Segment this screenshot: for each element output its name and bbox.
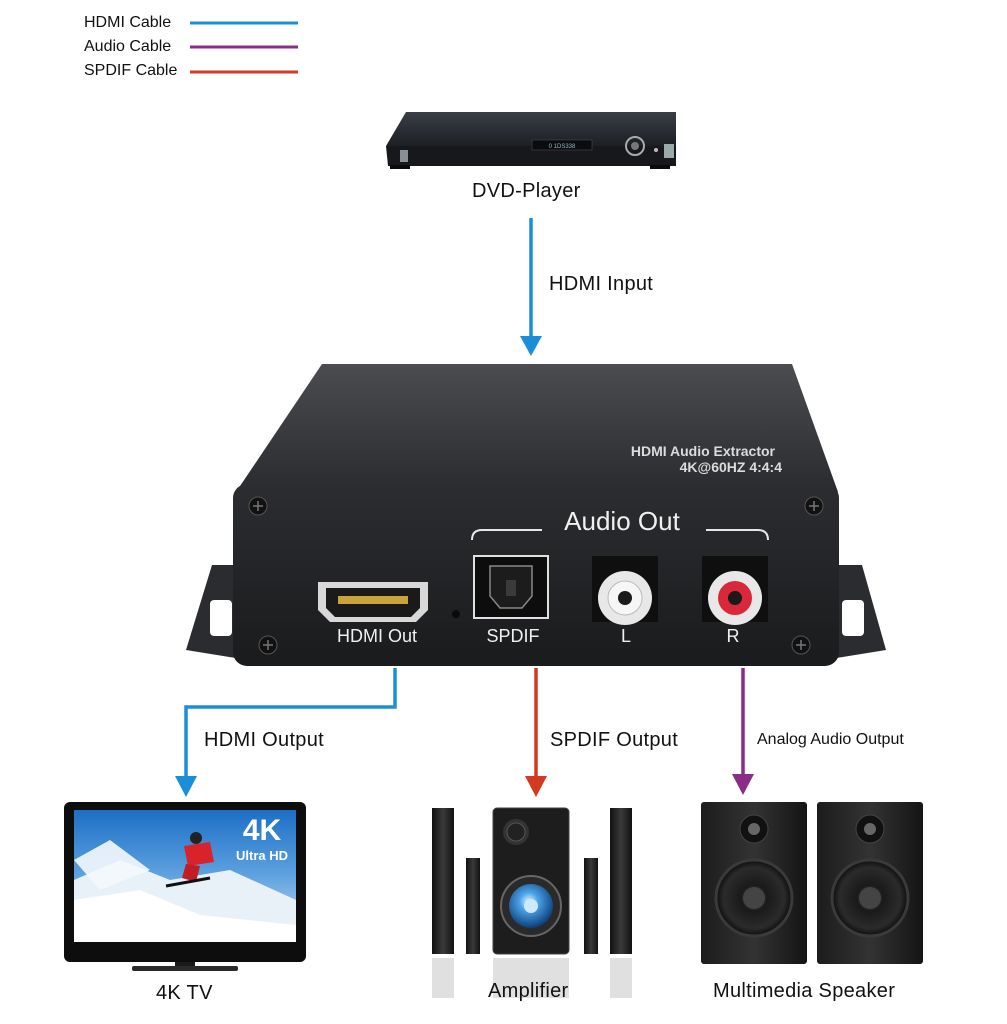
audio-extractor-device: HDMI Audio Extractor 4K@60HZ 4:4:4 Audio…	[186, 364, 886, 666]
tv-badge-4k: 4K	[243, 814, 282, 847]
skier-figure	[165, 832, 214, 888]
speaker-right-image	[817, 802, 923, 964]
port-label-left: L	[621, 626, 631, 646]
analog-output-arrow	[732, 668, 754, 795]
hdmi-out-port	[318, 582, 428, 622]
dvd-player-label: DVD-Player	[472, 180, 581, 202]
spdif-port	[473, 555, 549, 619]
tv-label: 4K TV	[156, 982, 213, 1004]
audio-out-label: Audio Out	[564, 506, 680, 536]
rca-right-port	[702, 556, 768, 625]
rca-left-port	[592, 556, 658, 625]
tv-image: 4K Ultra HD	[64, 802, 306, 971]
tv-badge-ultra-hd: Ultra HD	[236, 848, 288, 863]
spdif-output-label: SPDIF Output	[550, 729, 679, 751]
legend-label-audio: Audio Cable	[84, 38, 172, 55]
speaker-label: Multimedia Speaker	[713, 980, 896, 1002]
dvd-display-text: 0 1DS338	[549, 144, 576, 150]
legend-label-spdif: SPDIF Cable	[84, 62, 178, 79]
amplifier-label: Amplifier	[488, 980, 569, 1002]
device-title-line1: HDMI Audio Extractor	[631, 443, 776, 459]
spdif-output-arrow	[525, 668, 547, 797]
amplifier-system-image	[432, 807, 632, 998]
hdmi-input-label: HDMI Input	[549, 273, 654, 295]
port-label-hdmi: HDMI Out	[337, 626, 417, 646]
device-title-line2: 4K@60HZ 4:4:4	[680, 459, 783, 475]
port-label-spdif: SPDIF	[486, 626, 539, 646]
hdmi-input-arrow	[520, 218, 542, 356]
port-label-right: R	[727, 626, 740, 646]
analog-output-label: Analog Audio Output	[757, 731, 904, 748]
hdmi-output-label: HDMI Output	[204, 729, 324, 751]
hdmi-output-arrow	[175, 668, 397, 797]
legend-label-hdmi: HDMI Cable	[84, 14, 172, 31]
dvd-player-image: 0 1DS338	[386, 112, 676, 169]
speaker-left-image	[701, 802, 807, 964]
